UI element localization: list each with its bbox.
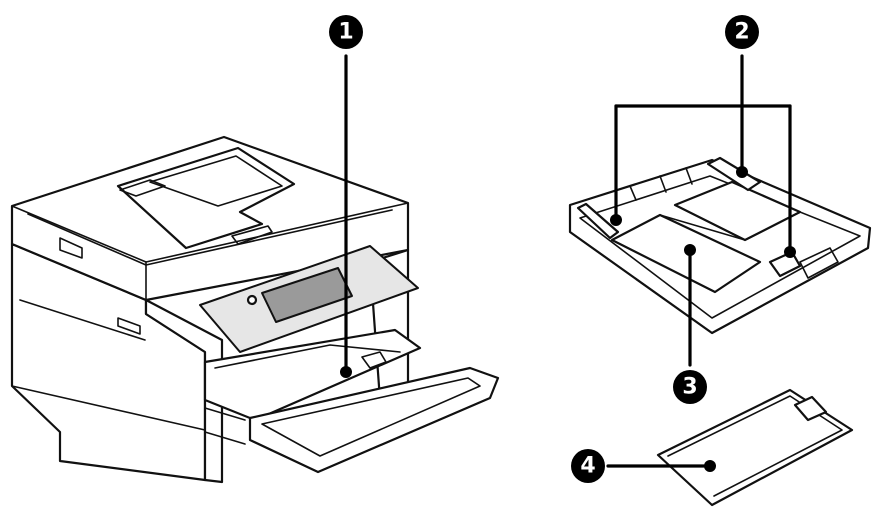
cassette-cover-hole — [793, 395, 828, 422]
leader-2-dot — [736, 166, 748, 178]
cassette-ribs — [629, 167, 693, 201]
leader-2-right-dot — [784, 246, 796, 258]
printer-cassette-slot — [204, 407, 246, 445]
printer-paper-sheet — [214, 344, 401, 369]
cassette-right-guide — [768, 250, 802, 278]
leader-1-dot — [340, 366, 352, 378]
printer-base-line — [11, 385, 206, 431]
cassette-inner-rim — [579, 175, 861, 319]
printer-paper-stopper — [361, 351, 387, 369]
printer-side-slot — [117, 317, 141, 335]
callout-leaders — [340, 54, 796, 472]
leader-3-dot — [684, 244, 696, 256]
printer-output-tray — [203, 328, 422, 422]
cassette-rear-guide — [706, 156, 762, 192]
printer-adf-guide — [119, 179, 166, 197]
leader-2-left-dot — [610, 214, 622, 226]
callout-badge-2-label: 2 — [734, 20, 749, 45]
cassette-cover-illustration — [656, 388, 854, 507]
printer-lid-inner-edge — [27, 209, 393, 266]
cassette-fold-line — [659, 211, 801, 241]
callout-badge-4: 4 — [571, 449, 605, 483]
printer-illustration — [10, 135, 500, 484]
printer-adf-tray — [116, 146, 296, 250]
printer-touchscreen — [261, 267, 353, 323]
printer-home-button — [246, 294, 258, 306]
cassette-bottom-edge — [569, 231, 869, 334]
cassette-release-tab — [799, 247, 839, 279]
callout-badge-1: 1 — [329, 15, 363, 49]
printer-body-front — [144, 298, 224, 484]
cassette-cover — [656, 388, 854, 507]
callout-badge-2: 2 — [725, 15, 759, 49]
callout-badge-4-label: 4 — [580, 454, 595, 479]
leader-4-dot — [704, 460, 716, 472]
callout-badge-3: 3 — [673, 370, 707, 404]
printer-cassette-inner — [261, 377, 481, 457]
printer-seam — [19, 299, 146, 341]
printer-cassette-lip — [249, 397, 491, 473]
callout-badge-3-label: 3 — [682, 375, 697, 400]
printer-handle — [59, 237, 83, 259]
cassette-left-guide — [576, 202, 620, 240]
callout-badge-1-label: 1 — [338, 20, 353, 45]
printer-adf-paper — [149, 155, 283, 207]
printer-adf-stopper — [231, 225, 273, 245]
